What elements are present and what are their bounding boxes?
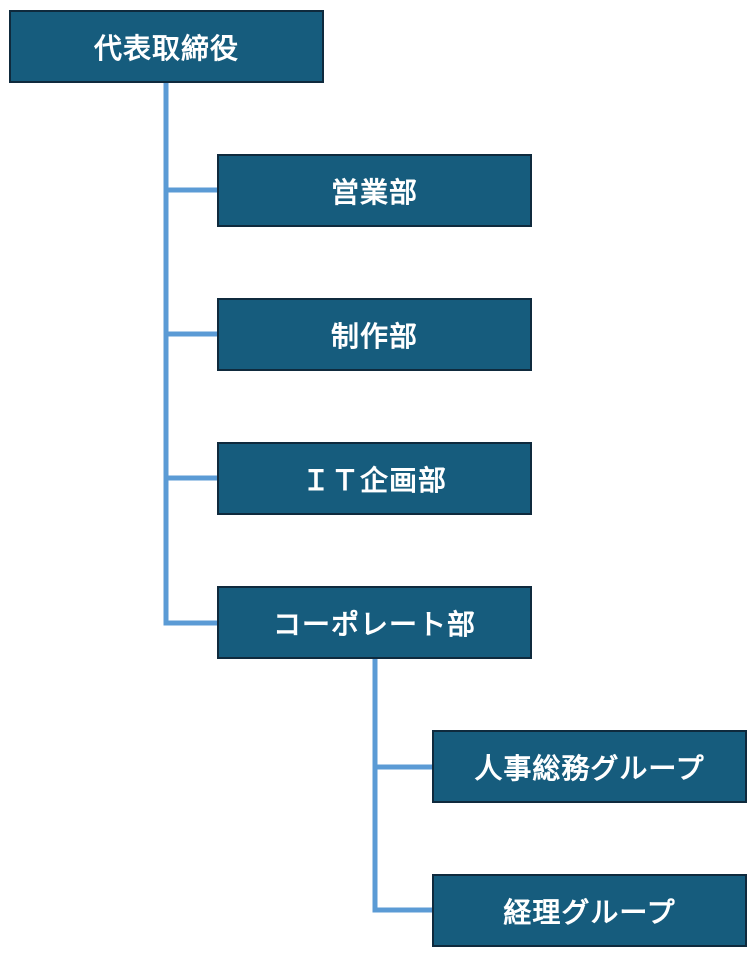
node-hr-general-affairs-group: 人事総務グループ	[432, 730, 747, 803]
node-sales-department: 営業部	[217, 154, 532, 227]
node-it-planning-department: ＩＴ企画部	[217, 442, 532, 515]
node-corporate-department: コーポレート部	[217, 586, 532, 659]
node-production-department: 制作部	[217, 298, 532, 371]
node-accounting-group: 経理グループ	[432, 874, 747, 947]
node-ceo: 代表取締役	[9, 10, 324, 83]
